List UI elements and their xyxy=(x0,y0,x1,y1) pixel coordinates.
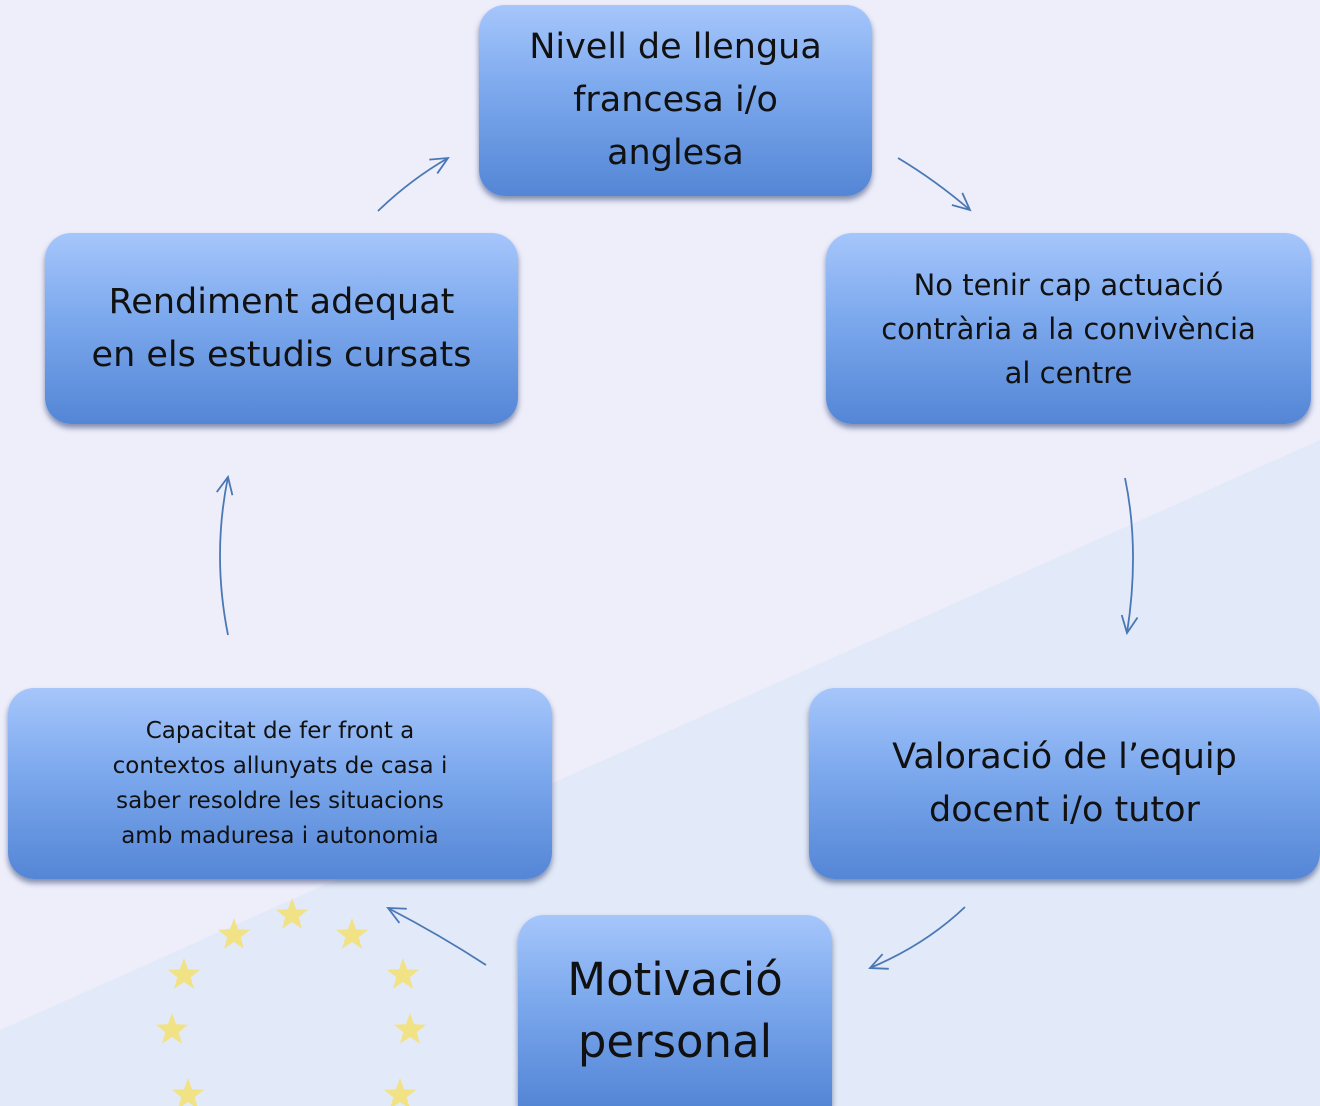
node-teacher-evaluation-text: Valoració de l’equip docent i/o tutor xyxy=(892,736,1237,830)
node-maturity-autonomy-text: Capacitat de fer front a contextos allun… xyxy=(112,717,448,849)
arrow-n6-to-n1 xyxy=(377,158,448,212)
node-language-level-text: Nivell de llengua francesa i/o anglesa xyxy=(529,27,822,173)
eu-star-icon xyxy=(386,958,420,989)
eu-star-icon xyxy=(171,1078,205,1106)
eu-star-icon xyxy=(217,918,251,949)
node-language-level: Nivell de llengua francesa i/o anglesa xyxy=(479,5,872,196)
arrow-n2-to-n3 xyxy=(1125,477,1133,633)
node-academic-performance-text: Rendiment adequat en els estudis cursats xyxy=(91,281,472,375)
arrow-n4-to-n5 xyxy=(388,908,487,966)
node-coexistence-text: No tenir cap actuació contrària a la con… xyxy=(881,267,1256,390)
node-academic-performance: Rendiment adequat en els estudis cursats xyxy=(45,233,518,424)
eu-star-icon xyxy=(275,898,309,929)
arrow-n1-to-n2 xyxy=(897,157,970,210)
watermark-blue-band xyxy=(0,440,1320,1106)
eu-star-icon xyxy=(383,1078,417,1106)
eu-star-icon xyxy=(155,1013,189,1044)
eu-star-icon xyxy=(167,958,201,989)
node-coexistence: No tenir cap actuació contrària a la con… xyxy=(826,233,1311,424)
arrow-n5-to-n6 xyxy=(220,477,228,636)
node-personal-motivation-text: Motivació personal xyxy=(567,952,783,1068)
eu-star-icon xyxy=(393,1013,427,1044)
node-teacher-evaluation: Valoració de l’equip docent i/o tutor xyxy=(809,688,1320,879)
eu-star-icon xyxy=(335,918,369,949)
node-personal-motivation: Motivació personal xyxy=(518,915,832,1106)
arrow-n3-to-n4 xyxy=(870,906,966,968)
eu-stars-icon xyxy=(155,898,427,1106)
node-maturity-autonomy: Capacitat de fer front a contextos allun… xyxy=(8,688,552,879)
